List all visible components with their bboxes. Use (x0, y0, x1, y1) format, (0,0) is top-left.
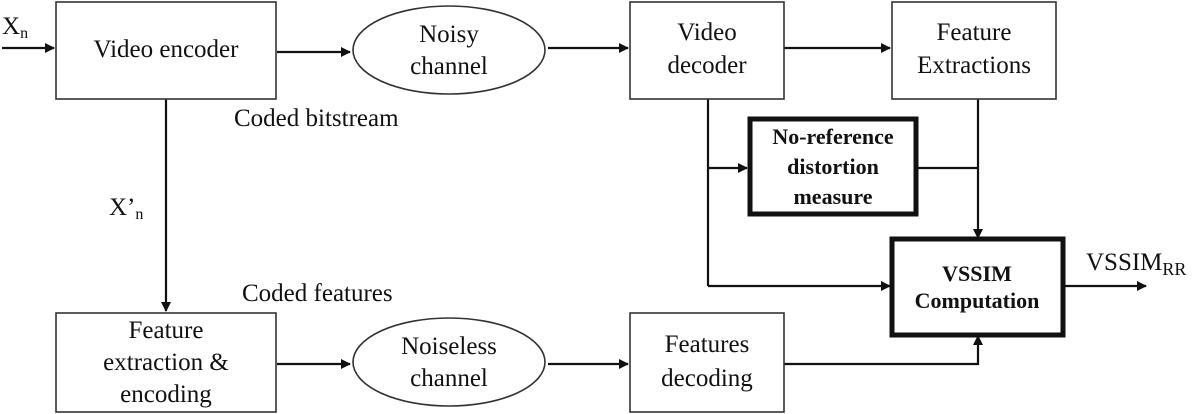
no-reference-label-2: distortion (787, 154, 879, 179)
output-label: VSSIMRR (1086, 249, 1186, 279)
video-encoder-label: Video encoder (94, 36, 240, 63)
feature-extraction-label-3: encoding (120, 381, 212, 408)
coded-bitstream-label: Coded bitstream (234, 105, 399, 132)
video-decoder-label-1: Video (677, 19, 737, 46)
features-decoding-label-1: Features (665, 331, 750, 358)
noiseless-channel-label-2: channel (410, 365, 488, 392)
noisy-channel-label-2: channel (410, 53, 488, 80)
node-video-decoder: Video decoder (629, 1, 785, 100)
features-decoding-label-2: decoding (661, 365, 753, 392)
noiseless-channel-label-1: Noiseless (401, 333, 497, 360)
node-no-reference-distortion-measure: No-reference distortion measure (747, 116, 919, 217)
video-decoder-label-2: decoder (667, 52, 747, 79)
node-feature-extraction-encoding: Feature extraction & encoding (55, 312, 277, 413)
node-vssim-computation: VSSIM Computation (889, 236, 1066, 338)
feature-extraction-label-2: extraction & (103, 349, 229, 376)
input-label: Xn (2, 13, 28, 42)
no-reference-label-1: No-reference (772, 124, 894, 149)
vssim-computation-label-2: Computation (915, 288, 1040, 313)
vssim-computation-label-1: VSSIM (942, 261, 1012, 286)
feature-extractions-label-2: Extractions (917, 52, 1031, 79)
coded-features-label: Coded features (242, 280, 393, 307)
xprime-label: X’n (109, 194, 143, 223)
node-video-encoder: Video encoder (55, 1, 277, 100)
node-features-decoding: Features decoding (629, 312, 785, 413)
feature-extractions-label-1: Feature (937, 19, 1012, 46)
no-reference-label-3: measure (793, 184, 872, 209)
edge-features-decoding-to-vssim (784, 335, 983, 366)
node-feature-extractions: Feature Extractions (891, 1, 1057, 100)
node-noisy-channel: Noisy channel (352, 5, 546, 95)
node-noiseless-channel: Noiseless channel (352, 317, 546, 407)
feature-extraction-label-1: Feature (129, 317, 204, 344)
edges (2, 43, 1147, 369)
noisy-channel-label-1: Noisy (419, 21, 479, 48)
